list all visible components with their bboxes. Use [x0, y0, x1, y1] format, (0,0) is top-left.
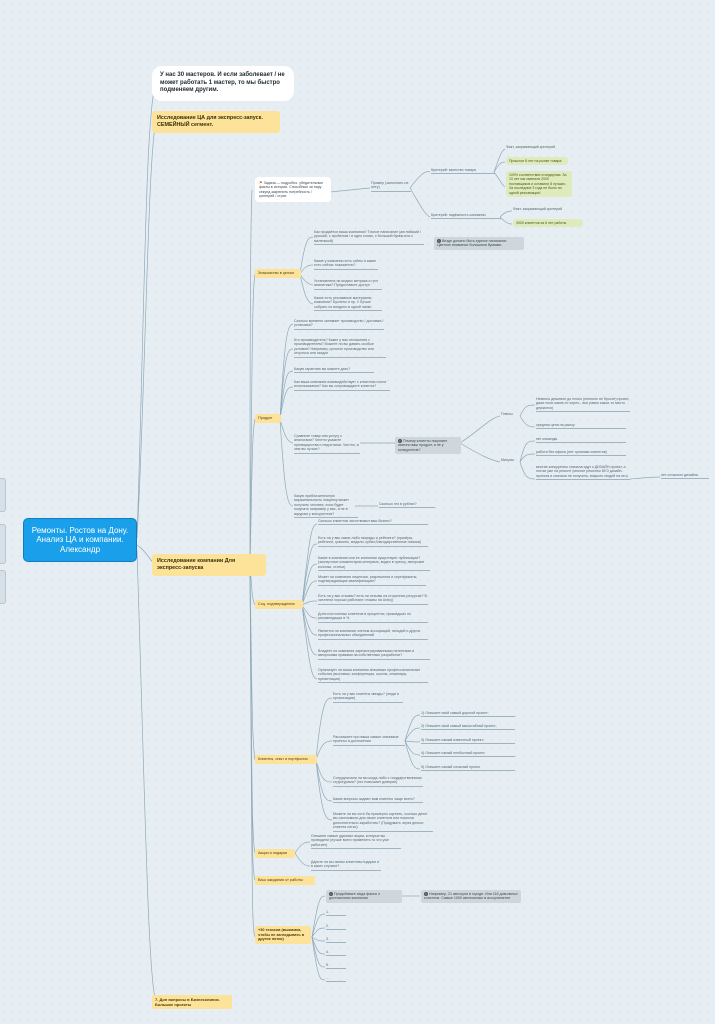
criterion-reliability[interactable]: Критерий: надёжность компании — [431, 213, 501, 220]
segment-company[interactable]: Исследование компании Для экспресс-запус… — [152, 554, 266, 576]
clients-sub[interactable]: 2) Опишите свой самый масштабный проект; — [421, 724, 515, 731]
flag-icon: ⚑ — [259, 180, 263, 185]
product-q3[interactable]: Какую гарантию вы можете дать? — [294, 367, 374, 374]
promos-q1[interactable]: Опишите самые удачные акции, которые вы … — [311, 834, 401, 850]
offscreen-node[interactable] — [0, 524, 6, 564]
product-q6[interactable]: Какую приблизительную маржинальность /на… — [294, 494, 358, 519]
thirty-item[interactable]: 2. — [326, 924, 346, 931]
example-intro[interactable]: ⚑ Задача — подробно. убедительные факты … — [255, 177, 331, 202]
trust-item[interactable]: Доля постоянных клиентов в процентах, пр… — [318, 612, 428, 623]
info-icon: i — [437, 239, 441, 244]
trust-item[interactable]: Владеет ли компания зарегистрированными … — [318, 649, 430, 660]
clients-sub[interactable]: 3) Опишите самый известный проект; — [421, 738, 515, 745]
topic-product[interactable]: Продукт — [255, 414, 281, 423]
product-q4[interactable]: Как ваша компания взаимодействует с клие… — [294, 380, 390, 391]
trust-item[interactable]: Сколько клиентов частотвовал ваш бизнес? — [318, 519, 428, 526]
clients-sub[interactable]: 1) Опишите свой самый дорогой проект; — [421, 711, 515, 718]
info-icon: i — [424, 892, 428, 897]
product-plus-1[interactable]: Немного дешевле до плохо (немного не бро… — [536, 397, 630, 413]
topic-promos[interactable]: Акции и подарки — [255, 849, 295, 858]
product-q1[interactable]: Сколько времени занимает производство / … — [294, 319, 384, 330]
fact-label-2[interactable]: Факт, закрывающий критерий — [513, 207, 563, 211]
thirty-item[interactable]: 4. — [326, 950, 346, 957]
offscreen-node[interactable] — [0, 478, 6, 512]
product-minus-3-child[interactable]: нет сложного дизайна — [661, 473, 709, 480]
intro-q3[interactable]: Установлена ли яндекс метрика и гугл ана… — [314, 279, 382, 290]
trust-item[interactable]: Есть ли у вас отзывы? есть ли отзывы на … — [318, 594, 428, 605]
info-icon: i — [329, 892, 333, 897]
thirty-item[interactable]: 3. — [326, 937, 346, 944]
trust-item[interactable]: Какие в компании или ее компании существ… — [318, 556, 430, 572]
example-intro-text: Задача — подробно. убедительные факты в … — [259, 181, 324, 199]
segment-family[interactable]: Исследование ЦА для экспресс-запуск. СЕМ… — [152, 111, 280, 133]
thirty-item[interactable]: 5. — [326, 963, 346, 970]
clients-q1[interactable]: Есть ли у вас клиенты звезды? (люди и ор… — [333, 692, 403, 703]
product-q5[interactable]: Сравните товар или услугу с аналогами? Ч… — [294, 434, 360, 454]
trust-item[interactable]: Может ли компания лицензии, разрешения и… — [318, 575, 426, 586]
offscreen-node[interactable] — [0, 570, 6, 604]
intro-q4[interactable]: Какие есть рекламные материалы компании?… — [314, 296, 382, 312]
example-label[interactable]: Пример (заполнить на лету) — [371, 181, 411, 192]
top-note[interactable]: У нас 30 мастеров. И если заболевает / н… — [152, 66, 294, 101]
product-minus[interactable]: Минусы — [501, 458, 515, 462]
intro-q1[interactable]: Как продаётся ваша компания? Точное напи… — [314, 230, 424, 246]
thirty-item[interactable]: … — [326, 976, 346, 983]
fact-green-1[interactable]: Прошлое 8 лет на рынке товара — [506, 157, 568, 166]
clients-sub[interactable]: 5) Опишите самый сложный проект — [421, 765, 515, 772]
clients-q3[interactable]: Сотрудничали ли вы когда-либо с государс… — [333, 776, 423, 787]
topic-trust[interactable]: Соц. подтверждения — [255, 600, 303, 609]
product-plus[interactable]: Плюсы — [501, 412, 513, 416]
topic-clients[interactable]: Клиенты, опыт и портфолио — [255, 755, 317, 764]
info-icon: i — [398, 439, 402, 444]
product-minus-3[interactable]: многие конкуренты сначала идут к ДИЗАЙН-… — [536, 465, 630, 481]
product-minus-1[interactable]: нет команды — [536, 437, 626, 444]
fact-green-2[interactable]: 100% соответствие стандартам. За 10 лет … — [506, 171, 572, 197]
segment-company-label: Исследование компании Для экспресс-запус… — [157, 558, 236, 571]
segment-family-label: Исследование ЦА для экспресс-запуск. СЕМ… — [157, 115, 263, 128]
clients-sub[interactable]: 4) Опишите самый необычный проект; — [421, 751, 515, 758]
topic-thirty-theses[interactable]: +30 тезисов (выжимка, чтобы не заглядыва… — [255, 926, 311, 945]
clients-q5[interactable]: Можете ли вы хотя бы примерно оценить, с… — [333, 812, 433, 832]
product-plus-2[interactable]: средняя цена на рынку — [536, 423, 626, 430]
fact-green-3[interactable]: 3000 клиентов за 6 лет работы — [513, 219, 583, 228]
topic-extra-questions-label: 7. Доп вопросы в Бизнесклиниc. Большие п… — [155, 997, 221, 1007]
product-q2[interactable]: Кто производитель? Какие у вас отношения… — [294, 338, 386, 358]
topic-intro[interactable]: Знакомство в целом — [255, 269, 301, 278]
top-note-text: У нас 30 мастеров. И если заболевает / н… — [160, 72, 285, 93]
fact-label-1[interactable]: Факт, закрывающий критерий — [506, 145, 556, 149]
promos-q2[interactable]: Дарите ли вы своим клиентам подарки и в … — [311, 860, 381, 871]
intro-q2[interactable]: Какие у компании есть сайты и какие есть… — [314, 259, 378, 270]
product-q6-child[interactable]: Сколько это в рублях? — [379, 502, 435, 509]
topic-expectations[interactable]: Ваш ожидания от работы — [255, 876, 315, 885]
clients-q4[interactable]: Какие вопросы задают вам клиенты чаще вс… — [333, 797, 423, 804]
root-topic[interactable]: Ремонты. Ростов на Дону. Анализ ЦА и ком… — [23, 518, 137, 562]
criterion-quality[interactable]: Критерий: качество товара — [431, 168, 495, 175]
root-topic-label: Ремонты. Ростов на Дону. Анализ ЦА и ком… — [31, 525, 129, 554]
product-minus-2[interactable]: работа без офиса (нет органики клиентов) — [536, 450, 626, 457]
topic-extra-questions[interactable]: 7. Доп вопросы в Бизнесклиниc. Большие п… — [152, 995, 232, 1009]
trust-item[interactable]: Является ли компания членом ассоциаций, … — [318, 629, 428, 640]
clients-q2[interactable]: Расскажите про ваши самые значимые проек… — [333, 735, 405, 746]
trust-item[interactable]: Есть ли у вас какие-либо награды и рейти… — [318, 536, 428, 547]
thirty-item[interactable]: 1. — [326, 910, 346, 917]
trust-item[interactable]: Организует ли ваша компания значимые про… — [318, 668, 428, 684]
